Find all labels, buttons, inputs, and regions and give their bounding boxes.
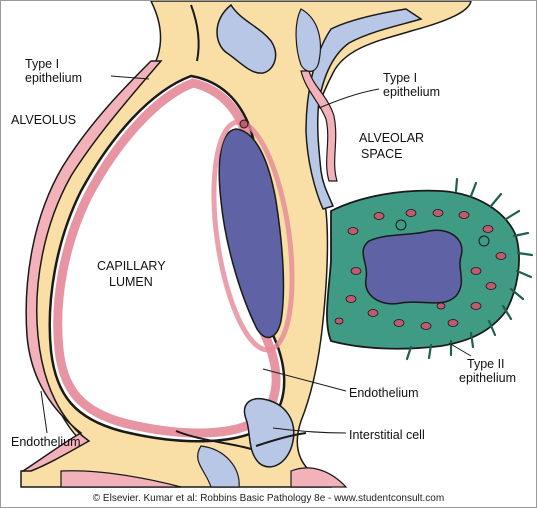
label-type1-left-line2: epithelium (25, 71, 82, 85)
label-capillary-lumen-line2: LUMEN (109, 275, 153, 289)
label-capillary-lumen-line1: CAPILLARY (97, 259, 166, 273)
type2-nucleus (363, 230, 462, 304)
label-type1-right-line2: epithelium (383, 85, 440, 99)
label-type1-right-line1: Type I (383, 71, 417, 85)
label-alveolus: ALVEOLUS (11, 113, 76, 127)
label-endothelium-left: Endothelium (11, 435, 81, 449)
label-type2-line1: Type II (467, 357, 505, 371)
label-interstitial-cell: Interstitial cell (349, 428, 425, 442)
label-alveolar-space-line2: SPACE (361, 147, 402, 161)
label-type1-left-line1: Type I (25, 57, 59, 71)
epithelium-bottom-right (291, 468, 346, 487)
label-type2-line2: epithelium (459, 371, 516, 385)
vesicle (240, 120, 248, 128)
label-alveolar-space-line1: ALVEOLAR (359, 131, 424, 145)
label-endothelium-right: Endothelium (349, 386, 419, 400)
copyright-credit: © Elsevier. Kumar et al: Robbins Basic P… (0, 493, 537, 504)
